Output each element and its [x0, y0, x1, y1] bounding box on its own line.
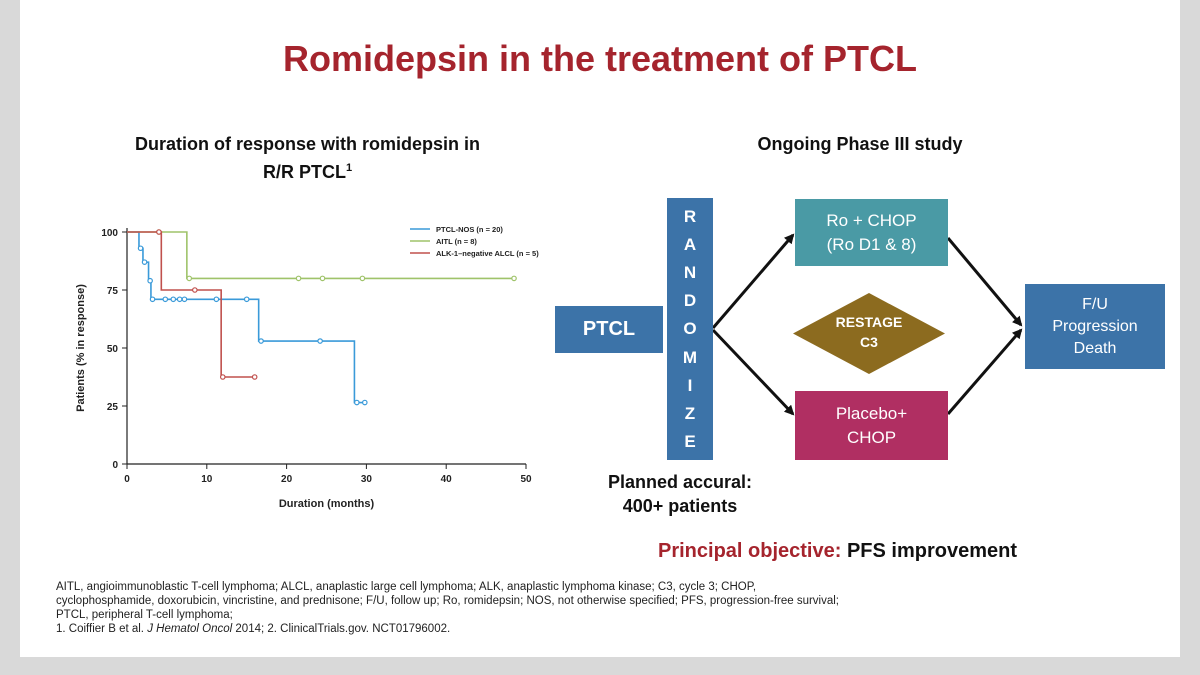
censor-mark — [354, 399, 360, 406]
y-tick-label: 75 — [107, 286, 119, 297]
arm1-line2: (Ro D1 & 8) — [826, 234, 917, 254]
outcome-line3: Death — [1073, 339, 1117, 357]
series-line — [127, 231, 255, 378]
arm-ro-chop-box: Ro + CHOP (Ro D1 & 8) — [795, 199, 948, 266]
arrow-to-arm1 — [711, 233, 795, 329]
censor-mark — [181, 296, 188, 303]
randomize-letter: I — [687, 375, 693, 395]
objective-label: Principal objective: — [658, 540, 842, 562]
restage-line1: RESTAGE — [835, 314, 903, 330]
objective-value: PFS improvement — [846, 540, 1017, 562]
randomize-letter: N — [683, 263, 697, 283]
censor-mark — [319, 275, 326, 282]
x-tick-label: 50 — [520, 474, 532, 485]
ref-prefix: 1. Coiffier B et al. — [56, 623, 148, 635]
censor-mark — [156, 229, 162, 235]
y-tick-label: 100 — [101, 228, 118, 239]
arm2-line1: Placebo+ — [835, 403, 908, 423]
censor-mark — [162, 296, 169, 303]
slide: Romidepsin in the treatment of PTCL Dura… — [20, 0, 1180, 657]
footnotes: AITL, angioimmunoblastic T-cell lymphoma… — [56, 580, 1146, 636]
planned-accrual: Planned accural: 400+ patients — [580, 470, 780, 518]
ptcl-box: PTCL — [555, 306, 663, 353]
censor-mark — [141, 259, 148, 265]
outcome-box: F/U Progression Death — [1025, 284, 1165, 369]
arm1-line1: Ro + CHOP — [826, 210, 917, 230]
arrow-arm2-to-outcome — [946, 328, 1023, 415]
y-tick-label: 50 — [107, 344, 119, 355]
censor-mark — [137, 245, 144, 252]
arm-placebo-chop-box: Placebo+ CHOP — [795, 391, 948, 460]
censor-mark — [258, 338, 264, 344]
censor-mark — [243, 296, 250, 303]
censor-mark — [362, 399, 368, 406]
y-tick-label: 0 — [112, 460, 118, 471]
restage-label: RESTAGE C3 — [793, 312, 945, 352]
footnote-reference: 1. Coiffier B et al. J Hematol Oncol 201… — [56, 622, 1146, 636]
chart-heading: Duration of response with romidepsin in … — [100, 132, 515, 184]
x-tick-label: 0 — [124, 474, 130, 485]
chart-heading-ref: 1 — [345, 162, 353, 174]
censor-mark — [317, 338, 323, 344]
arrow-arm1-to-outcome — [946, 237, 1023, 327]
x-tick-label: 40 — [441, 474, 453, 485]
censor-mark — [359, 275, 366, 282]
footnote-line: PTCL, peripheral T-cell lymphoma; — [56, 609, 233, 621]
y-tick-label: 25 — [107, 402, 119, 413]
censor-mark — [511, 275, 517, 282]
ref-suffix: 2014; 2. ClinicalTrials.gov. NCT01796002… — [232, 623, 451, 635]
chart-heading-line2: R/R PTCL — [262, 162, 346, 182]
accrual-line2: 400+ patients — [622, 496, 738, 516]
randomize-letter: E — [684, 431, 696, 451]
censor-mark — [170, 296, 177, 303]
outcome-line1: F/U — [1082, 295, 1108, 313]
footnote-line: cyclophosphamide, doxorubicin, vincristi… — [56, 595, 840, 607]
x-axis-label: Duration (months) — [279, 498, 375, 510]
footnote-line: AITL, angioimmunoblastic T-cell lymphoma… — [56, 581, 757, 593]
randomize-letter: R — [683, 207, 697, 227]
randomize-letter: Z — [684, 403, 696, 423]
censor-mark — [213, 296, 220, 303]
x-tick-label: 10 — [201, 474, 213, 485]
randomize-letter: D — [683, 291, 697, 311]
censor-mark — [186, 275, 193, 282]
principal-objective: Principal objective: PFS improvement — [658, 540, 1078, 563]
arrow-to-arm2 — [711, 328, 795, 416]
censor-mark — [251, 374, 258, 380]
x-tick-label: 20 — [281, 474, 293, 485]
slide-title: Romidepsin in the treatment of PTCL — [282, 38, 918, 79]
randomize-box: R A N D O M I Z E — [667, 198, 713, 460]
study-heading: Ongoing Phase III study — [757, 134, 963, 154]
restage-line2: C3 — [860, 334, 878, 350]
outcome-line2: Progression — [1052, 317, 1138, 335]
chart-heading-line1: Duration of response with romidepsin in — [134, 134, 481, 154]
y-axis-label: Patients (% in response) — [75, 284, 87, 412]
accrual-line1: Planned accural: — [607, 472, 753, 492]
censor-mark — [176, 296, 183, 303]
legend-label: AITL (n = 8) — [436, 237, 477, 246]
restage-diamond — [793, 293, 945, 374]
x-tick-label: 30 — [361, 474, 373, 485]
censor-mark — [149, 296, 156, 303]
censor-mark — [192, 287, 198, 293]
randomize-letter: M — [682, 347, 698, 367]
arm2-line2: CHOP — [846, 427, 897, 447]
ref-journal: J Hematol Oncol — [147, 623, 233, 635]
legend-label: ALK-1–negative ALCL (n = 5) — [436, 249, 539, 258]
censor-mark — [219, 374, 226, 380]
censor-mark — [147, 277, 153, 284]
randomize-letter: O — [683, 319, 697, 339]
censor-mark — [295, 275, 302, 282]
legend-label: PTCL-NOS (n = 20) — [436, 225, 503, 234]
randomize-letter: A — [683, 235, 697, 255]
